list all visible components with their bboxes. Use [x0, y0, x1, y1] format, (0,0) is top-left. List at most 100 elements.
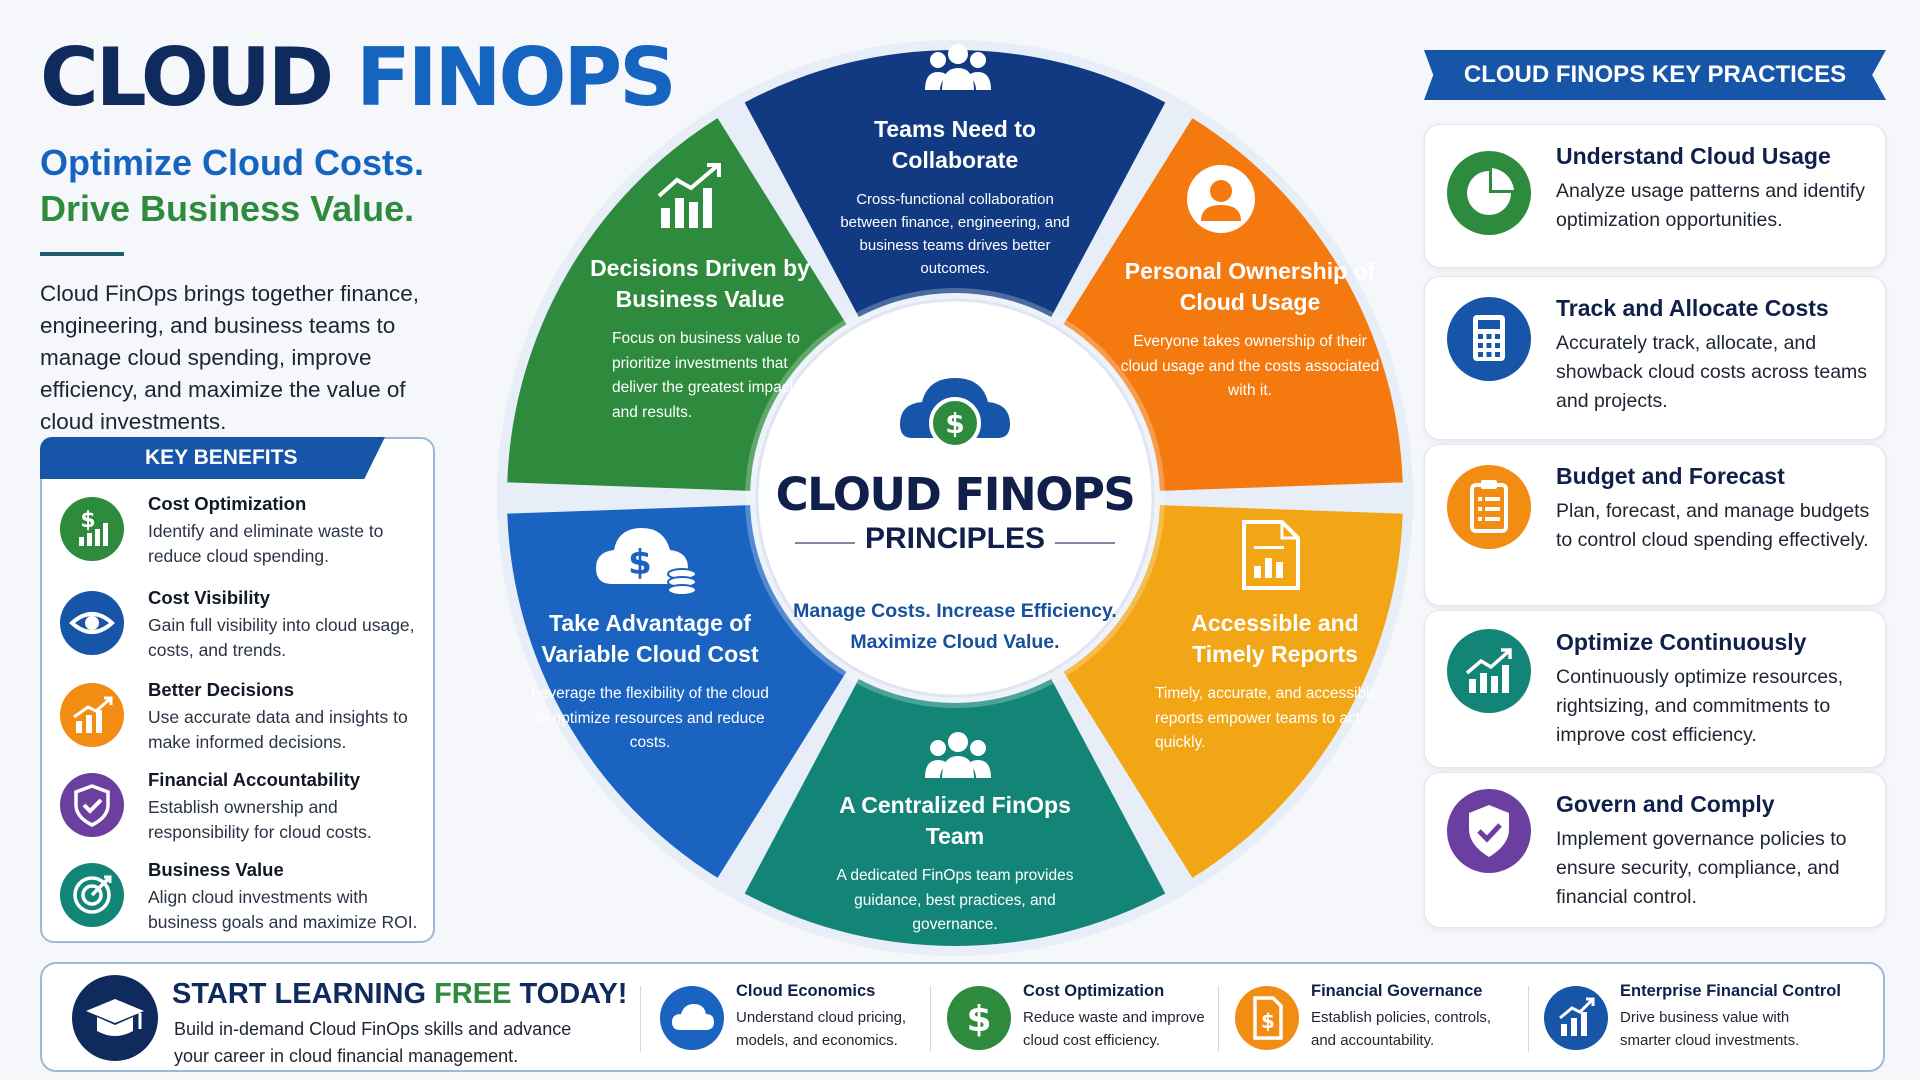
pie-chart-icon	[1447, 151, 1531, 235]
principle-business-value: Decisions Driven by Business Value Focus…	[580, 253, 820, 425]
shield-check-icon	[60, 773, 124, 837]
benefit-cost-visibility: Cost Visibility Gain full visibility int…	[60, 587, 430, 673]
principle-desc: A dedicated FinOps team provides guidanc…	[836, 867, 1074, 933]
benefit-cost-optimization: $ Cost Optimization Identify and elimina…	[60, 493, 430, 579]
practice-budget-forecast: Budget and Forecast Plan, forecast, and …	[1424, 444, 1886, 606]
title-part1: CLOUD	[40, 31, 334, 124]
start-part1: START LEARNING	[172, 978, 427, 1010]
banner-item-cost-optimization: $ Cost Optimization Reduce waste and imp…	[947, 964, 1217, 1074]
principle-centralized-team: A Centralized FinOps Team A dedicated Fi…	[815, 790, 1095, 938]
practice-optimize-continuously: Optimize Continuously Continuously optim…	[1424, 610, 1886, 768]
graduation-cap-icon	[72, 975, 158, 1061]
benefit-desc: Gain full visibility into cloud usage, c…	[148, 615, 415, 660]
principle-desc: Focus on business value to prioritize in…	[612, 330, 800, 421]
intro-text: Cloud FinOps brings together finance, en…	[40, 281, 419, 434]
banner-item-desc: Drive business value with smarter cloud …	[1620, 1009, 1800, 1049]
start-part2: FREE	[434, 978, 512, 1010]
start-learning-heading: START LEARNING FREE TODAY!	[172, 978, 627, 1011]
principle-title: A Centralized FinOps Team	[839, 792, 1071, 849]
intro-panel: CLOUD FINOPS Optimize Cloud Costs. Drive…	[40, 30, 677, 438]
practice-track-allocate: Track and Allocate Costs Accurately trac…	[1424, 276, 1886, 440]
banner-item-title: Enterprise Financial Control	[1620, 982, 1841, 1000]
principle-teams-collaborate: Teams Need to Collaborate Cross-function…	[830, 114, 1080, 280]
center-tagline-line2: Maximize Cloud Value.	[850, 631, 1060, 653]
benefit-title: Better Decisions	[148, 679, 294, 700]
dollar-chart-icon: $	[60, 497, 124, 561]
banner-item-title: Financial Governance	[1311, 982, 1483, 1000]
principle-title: Teams Need to Collaborate	[874, 116, 1036, 173]
principle-accessible-reports: Accessible and Timely Reports Timely, ac…	[1155, 608, 1395, 756]
benefit-title: Cost Visibility	[148, 587, 270, 608]
segment-business-value	[507, 118, 847, 491]
practice-understand-usage: Understand Cloud Usage Analyze usage pat…	[1424, 124, 1886, 268]
title-divider	[40, 252, 124, 256]
start-part3: TODAY!	[519, 978, 628, 1010]
dollar-icon: $	[947, 986, 1011, 1050]
title-part2: FINOPS	[356, 31, 677, 124]
principles-wheel-graphic: $	[497, 40, 1413, 956]
shield-check-icon	[1447, 789, 1531, 873]
principle-desc: Everyone takes ownership of their cloud …	[1120, 333, 1380, 399]
banner-divider	[930, 986, 931, 1052]
center-tagline: Manage Costs. Increase Efficiency. Maxim…	[775, 596, 1135, 658]
center-subtitle: PRINCIPLES	[864, 522, 1046, 555]
practice-desc: Continuously optimize resources, rightsi…	[1556, 666, 1844, 746]
start-learning-desc: Build in-demand Cloud FinOps skills and …	[174, 1019, 572, 1066]
segment-accessible-reports	[1063, 505, 1403, 878]
svg-text:$: $	[945, 407, 964, 440]
banner-divider	[1528, 986, 1529, 1052]
banner-item-title: Cloud Economics	[736, 982, 876, 1000]
learning-banner: START LEARNING FREE TODAY! Build in-dema…	[40, 962, 1885, 1072]
banner-item-desc: Establish policies, controls, and accoun…	[1311, 1009, 1492, 1049]
svg-text:$: $	[628, 543, 652, 583]
key-benefits-heading: KEY BENEFITS	[40, 437, 385, 479]
practice-title: Budget and Forecast	[1556, 463, 1785, 489]
page-title: CLOUD FINOPS	[40, 30, 677, 126]
practice-title: Understand Cloud Usage	[1556, 143, 1831, 169]
benefit-title: Financial Accountability	[148, 769, 361, 790]
center-subtitle-row: PRINCIPLES	[795, 522, 1115, 562]
benefit-better-decisions: Better Decisions Use accurate data and i…	[60, 679, 430, 765]
tagline-line1: Optimize Cloud Costs.	[40, 142, 425, 183]
segment-teams-collaborate	[744, 50, 1166, 317]
svg-text:$: $	[966, 999, 991, 1040]
principle-desc: Leverage the flexibility of the cloud to…	[531, 685, 769, 751]
eye-icon	[60, 591, 124, 655]
banner-item-title: Cost Optimization	[1023, 982, 1165, 1000]
svg-text:$: $	[80, 508, 95, 533]
center-title: CLOUD FINOPS	[775, 468, 1136, 521]
center-tagline-line1: Manage Costs. Increase Efficiency.	[793, 600, 1117, 622]
principle-title: Take Advantage of Variable Cloud Cost	[541, 610, 759, 667]
banner-item-financial-governance: $ Financial Governance Establish policie…	[1235, 964, 1525, 1074]
tagline-line2: Drive Business Value.	[40, 188, 415, 229]
benefit-desc: Use accurate data and insights to make i…	[148, 707, 408, 752]
benefit-desc: Identify and eliminate waste to reduce c…	[148, 521, 384, 566]
segment-centralized-team	[744, 679, 1166, 946]
bar-chart-icon	[1544, 986, 1608, 1050]
principle-title: Accessible and Timely Reports	[1191, 610, 1359, 667]
practice-title: Optimize Continuously	[1556, 629, 1807, 655]
principle-title: Decisions Driven by Business Value	[590, 255, 810, 312]
clipboard-icon	[1447, 465, 1531, 549]
practice-desc: Plan, forecast, and manage budgets to co…	[1556, 500, 1870, 551]
principle-desc: Timely, accurate, and accessible reports…	[1155, 685, 1379, 751]
benefit-desc: Align cloud investments with business go…	[148, 887, 418, 932]
banner-divider	[1218, 986, 1219, 1052]
growth-chart-icon	[1447, 629, 1531, 713]
benefit-desc: Establish ownership and responsibility f…	[148, 797, 372, 842]
svg-text:$: $	[1261, 1009, 1275, 1033]
benefit-financial-accountability: Financial Accountability Establish owner…	[60, 769, 430, 855]
practice-title: Govern and Comply	[1556, 791, 1775, 817]
key-practices-heading: CLOUD FINOPS KEY PRACTICES	[1424, 50, 1886, 100]
subtitle-rule-left	[795, 542, 855, 544]
practice-desc: Analyze usage patterns and identify opti…	[1556, 180, 1865, 231]
target-icon	[60, 863, 124, 927]
banner-divider	[640, 986, 641, 1052]
banner-item-cloud-economics: Cloud Economics Understand cloud pricing…	[660, 964, 930, 1074]
segment-personal-ownership	[1063, 118, 1403, 491]
principles-wheel: $ CLOUD FINOPS PRINCIPLES Manage Costs. …	[470, 28, 1430, 968]
cloud-icon	[660, 986, 724, 1050]
principle-desc: Cross-functional collaboration between f…	[840, 191, 1070, 277]
benefit-business-value: Business Value Align cloud investments w…	[60, 859, 430, 945]
benefit-title: Cost Optimization	[148, 493, 307, 514]
